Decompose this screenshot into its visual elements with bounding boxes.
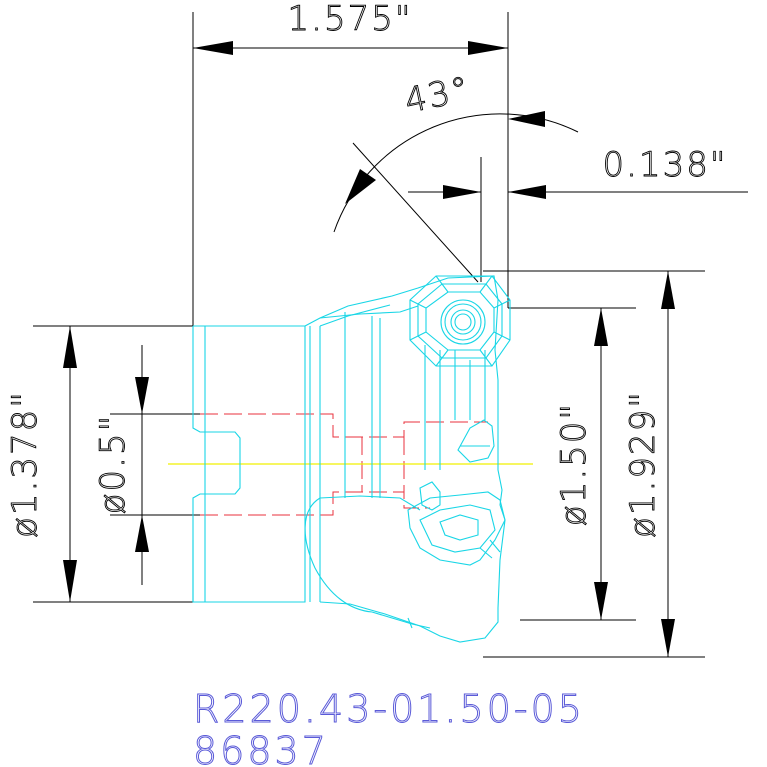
cutting-insert xyxy=(409,275,511,367)
shank-diameter-label: ø1.378" xyxy=(5,390,45,538)
max-diameter-label: ø1.929" xyxy=(623,390,663,538)
cutting-diameter-label: ø1.50" xyxy=(554,402,594,526)
dimension-arrows xyxy=(63,41,675,657)
angle-dimension-label: 43° xyxy=(401,69,474,122)
part-number: 86837 xyxy=(193,729,329,767)
width-dimension-label: 1.575" xyxy=(288,0,413,39)
offset-dimension-label: 0.138" xyxy=(603,145,728,185)
tool-body-outline xyxy=(192,275,506,643)
bore-diameter-label: ø0.5" xyxy=(93,414,133,515)
part-designation: R220.43-01.50-05 xyxy=(193,687,585,731)
dimension-lines xyxy=(33,12,748,658)
